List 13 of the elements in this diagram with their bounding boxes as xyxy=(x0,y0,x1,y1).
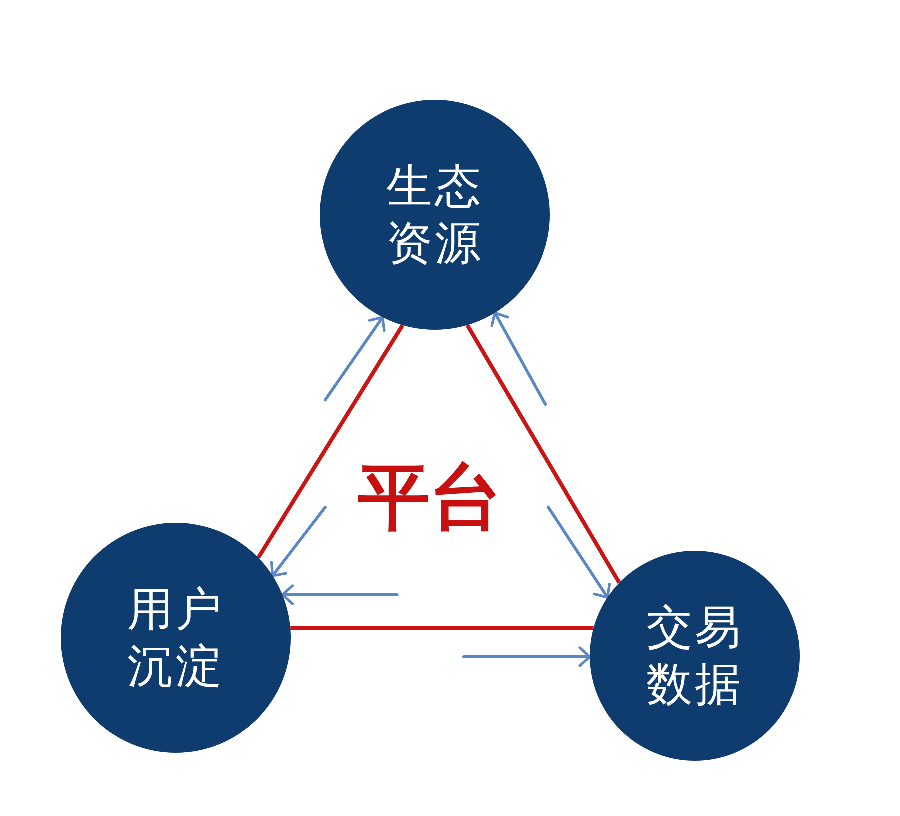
connector-line xyxy=(466,324,622,584)
arrow xyxy=(490,312,548,406)
node-label: 生态资源 xyxy=(386,158,484,272)
connector-line xyxy=(290,626,594,630)
arrow xyxy=(546,506,612,600)
arrow xyxy=(281,584,399,606)
center-label: 平台 xyxy=(358,461,502,533)
node-label: 交易数据 xyxy=(646,598,744,713)
connector-line xyxy=(256,324,404,559)
arrow xyxy=(270,506,327,578)
arrow xyxy=(462,646,592,668)
node-label: 用户沉淀 xyxy=(126,580,226,695)
arrow xyxy=(324,316,386,402)
